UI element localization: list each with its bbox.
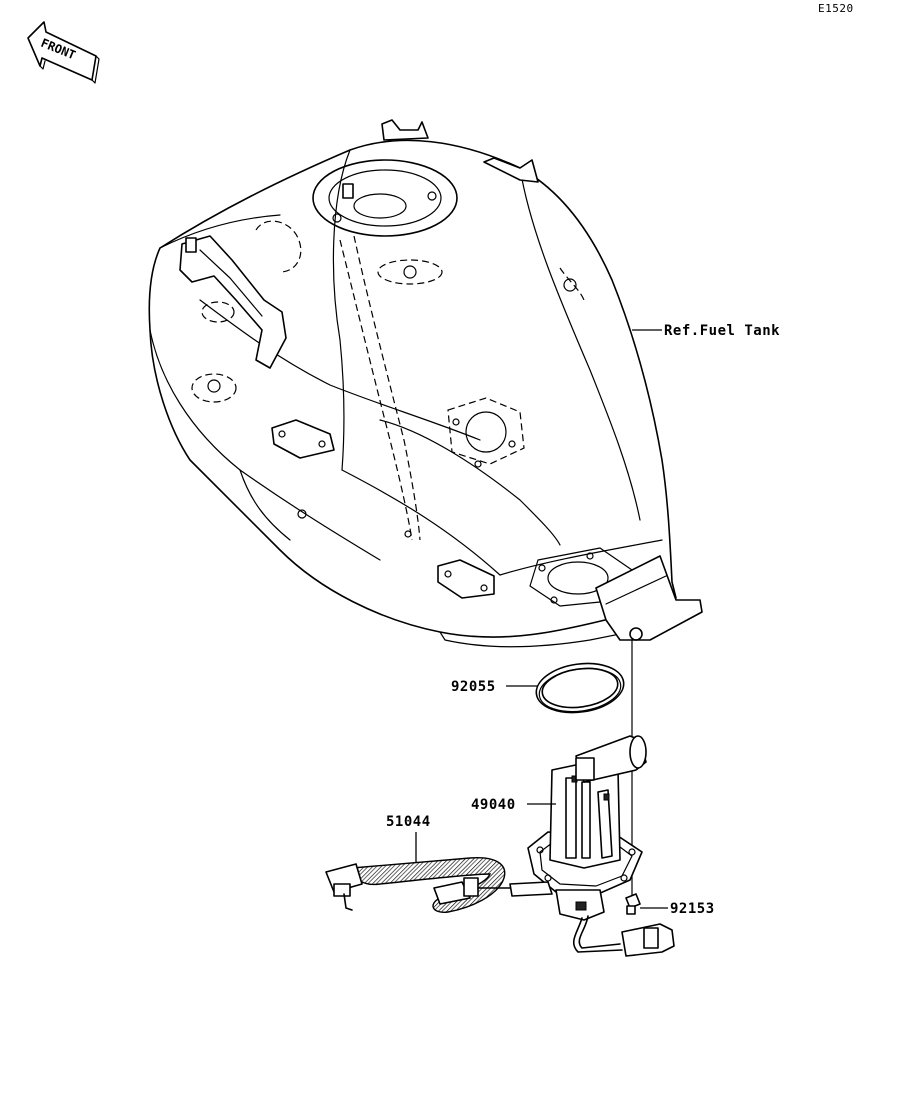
part-label-fuel-tank: Ref.Fuel Tank	[664, 323, 780, 339]
front-arrow-icon: FRONT	[27, 21, 100, 84]
part-label-92055: 92055	[451, 679, 496, 695]
bolt-drawing	[625, 893, 641, 915]
fuel-pump-drawing	[509, 735, 675, 957]
diagram-code: E1520	[818, 2, 854, 15]
part-label-49040: 49040	[471, 797, 516, 813]
part-label-92153: 92153	[670, 901, 715, 917]
part-label-51044: 51044	[386, 814, 431, 830]
fuel-hose-drawing	[325, 857, 511, 913]
gasket-drawing	[535, 662, 625, 714]
fuel-tank-drawing	[148, 119, 703, 648]
